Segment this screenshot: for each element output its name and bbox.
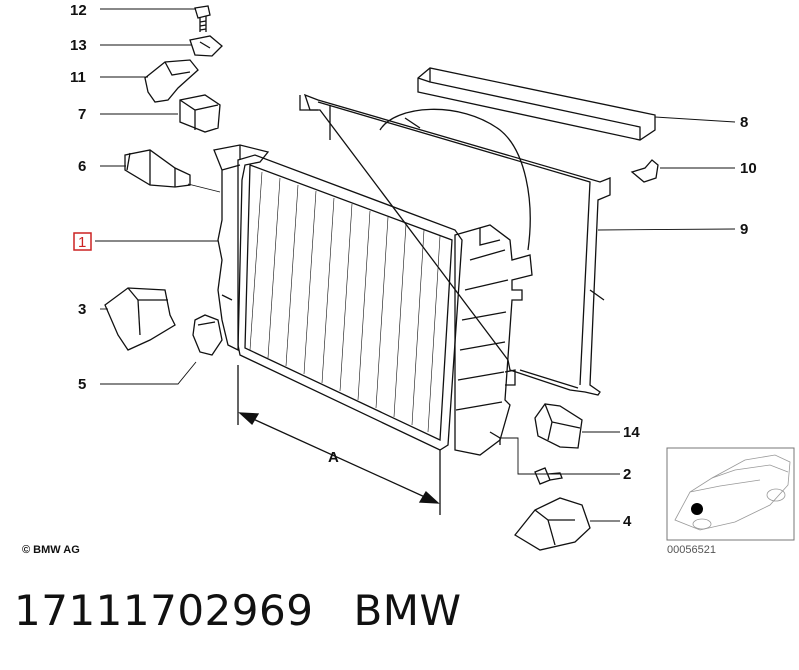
expansion-tank [213, 144, 270, 352]
callout-3: 3 [78, 301, 86, 318]
fan-shroud-frame [299, 93, 611, 396]
fan-blade-outline [379, 108, 531, 251]
leader-lines [95, 8, 736, 522]
plug [630, 159, 659, 183]
screw [194, 5, 211, 32]
footer-title: 17111702969 BMW [14, 586, 502, 635]
seal-strip [417, 67, 656, 141]
upper-bracket [144, 59, 199, 103]
copyright-text: © BMW AG [22, 544, 80, 556]
callout-2: 2 [623, 466, 631, 483]
radiator-core [237, 154, 463, 451]
rubber-mount [179, 94, 221, 133]
callout-14: 14 [623, 424, 640, 441]
callout-12: 12 [70, 2, 87, 19]
dimension-a [237, 365, 441, 515]
right-mount-bracket [534, 403, 583, 449]
callout-6: 6 [78, 158, 86, 175]
callout-1-highlight [73, 232, 92, 251]
callout-9: 9 [740, 221, 748, 238]
lower-mount-right [514, 497, 591, 551]
location-marker-icon [691, 503, 703, 515]
vehicle-locator-inset: 00056521 [666, 447, 795, 556]
parts-diagram: 12 13 11 7 6 1 3 5 8 10 9 14 2 4 A © BMW… [22, 2, 795, 556]
callout-8: 8 [740, 114, 748, 131]
callout-7: 7 [78, 106, 86, 123]
temperature-switch [124, 149, 191, 188]
inset-code: 00056521 [667, 544, 716, 556]
clip-nut [189, 35, 223, 57]
brand-name: BMW [353, 586, 462, 635]
callout-13: 13 [70, 37, 87, 54]
part-number: 17111702969 [14, 586, 314, 635]
rubber-bushing [192, 314, 223, 356]
callout-1: 1 [78, 234, 86, 251]
callout-5: 5 [78, 376, 86, 393]
dimension-a-label: A [328, 449, 339, 466]
callout-11: 11 [70, 69, 86, 86]
car-outline-icon [674, 454, 791, 531]
radiator-right-tank [454, 224, 533, 456]
bolt [534, 467, 563, 485]
callout-4: 4 [623, 513, 632, 530]
callout-10: 10 [740, 160, 757, 177]
lower-mount-left [104, 287, 176, 351]
